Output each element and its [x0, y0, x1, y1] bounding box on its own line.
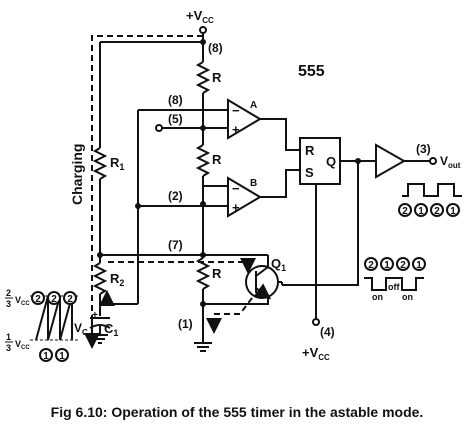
svg-text:2: 2: [67, 294, 73, 305]
c1-label: C1: [104, 321, 118, 338]
wave-bot-badges: 1 1: [39, 348, 69, 362]
svg-text:+: +: [232, 122, 240, 137]
svg-text:1: 1: [416, 260, 422, 271]
pin-8-top: (8): [208, 41, 223, 55]
pin-7: (7): [168, 238, 183, 252]
trans-off: off: [388, 282, 400, 292]
comparator-b: [227, 176, 262, 218]
wave-top-frac-den: 3: [6, 299, 11, 309]
c1-plus-sign: +: [92, 310, 98, 321]
vcc-bottom-label: +VCC: [302, 345, 330, 362]
svg-text:2: 2: [400, 260, 406, 271]
wave-top-vcc: VCC: [15, 295, 30, 307]
svg-text:2: 2: [51, 294, 57, 305]
svg-text:−: −: [232, 103, 240, 118]
r2-label: R2: [110, 271, 124, 288]
ff-q-label: Q: [326, 154, 336, 169]
resistor-r-mid-label: R: [212, 152, 222, 167]
trans-on-1: on: [372, 292, 383, 302]
pin-4: (4): [320, 325, 335, 339]
svg-text:−: −: [232, 181, 240, 196]
ff-s-label: S: [305, 165, 314, 180]
q1-label: Q1: [271, 256, 286, 273]
comparator-b-label: B: [250, 178, 257, 189]
output-buffer: [375, 143, 407, 179]
figure-caption: Fig 6.10: Operation of the 555 timer in …: [50, 404, 424, 420]
svg-text:1: 1: [59, 351, 65, 362]
discharge-path: [108, 258, 256, 274]
transistor-badges: 2 1 2 1: [364, 257, 426, 271]
pin-3: (3): [416, 142, 431, 156]
pin-5-terminal: [155, 124, 163, 132]
charging-label: Charging: [69, 144, 85, 205]
comparator-a: [227, 98, 262, 140]
trans-on-2: on: [402, 292, 413, 302]
svg-text:1: 1: [450, 206, 456, 217]
vcc-top-label: +VCC: [186, 8, 214, 25]
r1-label: R1: [110, 155, 124, 172]
svg-text:+: +: [232, 200, 240, 215]
resistor-r-top-label: R: [212, 70, 222, 85]
svg-text:2: 2: [434, 206, 440, 217]
wave-bot-frac-den: 3: [6, 343, 11, 353]
vout-label: Vout: [440, 154, 461, 170]
pin-5: (5): [168, 112, 183, 126]
comparator-a-label: A: [250, 100, 257, 111]
transistor-waveform: [364, 277, 424, 291]
svg-text:2: 2: [368, 260, 374, 271]
wave-bot-vcc: VCC: [15, 339, 30, 351]
vout-terminal: [429, 157, 437, 165]
output-waveform: [402, 183, 462, 197]
wave-top-badges: 2 2 2: [31, 291, 77, 305]
pin-2: (2): [168, 189, 183, 203]
wave-top-frac-num: 2: [6, 288, 11, 298]
resistor-r-bot-label: R: [212, 266, 222, 281]
chip-title: 555: [298, 63, 325, 80]
svg-text:1: 1: [384, 260, 390, 271]
wave-bot-frac-num: 1: [6, 332, 11, 342]
svg-text:1: 1: [43, 351, 49, 362]
svg-text:1: 1: [418, 206, 424, 217]
vc-label: VC: [74, 321, 88, 337]
output-badges: 2 1 2 1: [398, 203, 460, 217]
svg-text:2: 2: [402, 206, 408, 217]
vcc-top-terminal: [199, 26, 207, 34]
ff-r-label: R: [305, 143, 315, 158]
pin-1: (1): [178, 317, 193, 331]
charging-path: [91, 35, 203, 338]
pin-4-terminal: [312, 318, 320, 326]
pin-8-comp: (8): [168, 93, 183, 107]
svg-text:2: 2: [35, 294, 41, 305]
